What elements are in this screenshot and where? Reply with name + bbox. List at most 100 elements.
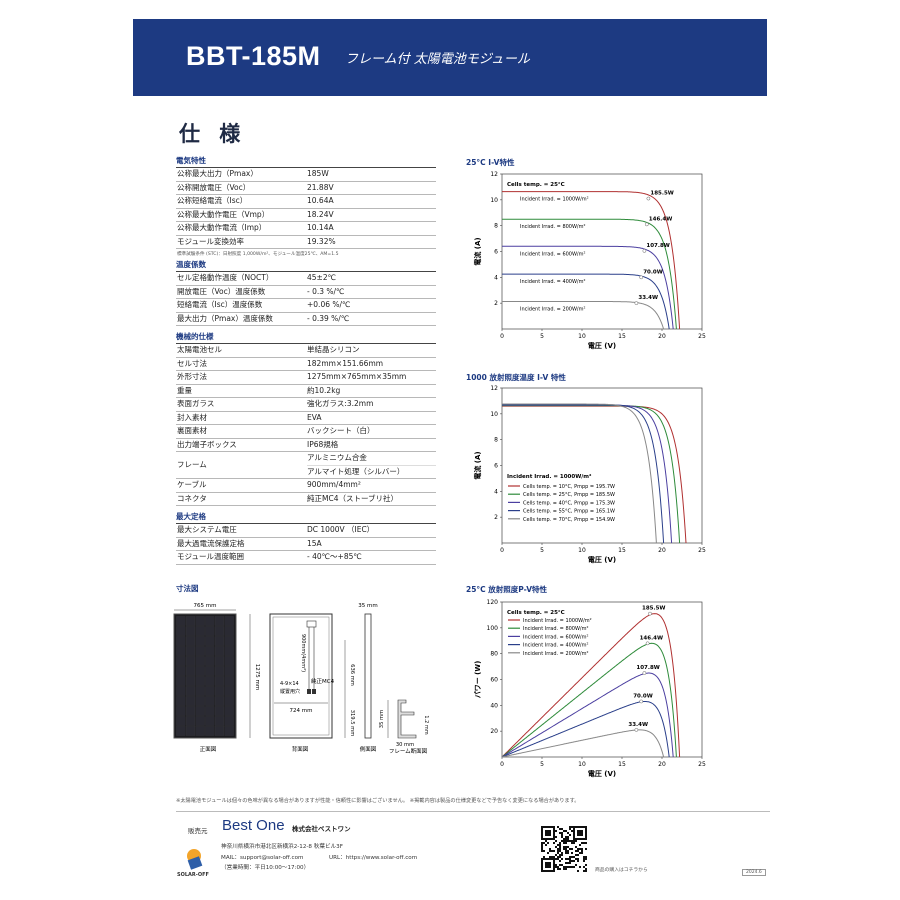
- front-view-label: 正面図: [200, 746, 217, 753]
- brand-logo: Best One: [222, 817, 285, 834]
- row-value: 21.88V: [307, 182, 334, 192]
- qr-module: [559, 850, 561, 852]
- chart-annotation: Incident Irrad. = 1000W/m²: [507, 473, 592, 480]
- y-tick-label: 80: [490, 651, 498, 658]
- x-tick-label: 0: [500, 761, 504, 768]
- business-hours: （営業時間：平日10:00〜17:00）: [221, 865, 310, 871]
- row-key: 公称最大出力（Pmax）: [177, 169, 258, 178]
- row-key: 公称最大動作電流（Imp）: [177, 223, 267, 232]
- x-axis-label: 電圧 (V): [588, 341, 616, 350]
- table-row: 開放電圧（Voc）温度係数- 0.3 %/℃: [176, 286, 436, 299]
- model-name: BBT-185M: [186, 41, 321, 71]
- legend-label: Cells temp. = 10°C, Pmpp = 195.7W: [523, 484, 615, 490]
- qr-module: [545, 840, 547, 842]
- table-row: 最大出力（Pmax）温度係数- 0.39 %/℃: [176, 313, 436, 326]
- table-row: 公称最大動作電流（Imp）10.14A: [176, 222, 436, 236]
- table-row: 短絡電流（Isc）温度係数+0.06 %/℃: [176, 299, 436, 313]
- dimension-drawing: 765 mm 1275 mm 正面図 900mm(4mm²) 純正MC4 4-9…: [173, 603, 429, 755]
- qr-module: [567, 832, 569, 834]
- row-value: アルマイト処理（シルバー）: [307, 466, 405, 476]
- solar-cell: [224, 686, 234, 696]
- series-label: Incident Irrad. = 800W/m²: [520, 224, 586, 230]
- table-row: 公称開放電圧（Voc）21.88V: [176, 182, 436, 195]
- qr-module: [585, 868, 587, 870]
- seller-label: 販売元: [188, 827, 208, 835]
- qr-module: [545, 844, 547, 846]
- qr-module: [561, 832, 563, 834]
- x-axis-label: 電圧 (V): [588, 555, 616, 564]
- series-label: Incident Irrad. = 1000W/m²: [520, 197, 589, 203]
- qr-module: [583, 860, 585, 862]
- qr-module: [577, 870, 579, 872]
- qr-module: [563, 848, 565, 850]
- qr-code-icon[interactable]: [541, 826, 587, 872]
- max-power-point: [639, 699, 644, 704]
- y-tick-label: 60: [490, 677, 498, 684]
- y-tick-label: 120: [487, 599, 499, 606]
- y-axis-label: 電流 (A): [473, 237, 482, 265]
- row-value: 19.32%: [307, 236, 336, 246]
- back-view: 900mm(4mm²) 純正MC4 4-9×14 縦置用穴 724 mm 636…: [269, 613, 355, 753]
- row-value: 900mm/4mm²: [307, 480, 361, 489]
- chart-title-iv25: 25°C I-V特性: [466, 158, 515, 167]
- front-cell-grid: [176, 616, 234, 736]
- solar-cell: [205, 726, 215, 736]
- qr-finder: [541, 858, 555, 872]
- qr-module: [569, 862, 571, 864]
- pmax-label: 146.4W: [649, 216, 672, 222]
- solar-cell: [185, 726, 196, 736]
- solar-cell: [224, 666, 234, 676]
- header-banner: BBT-185M フレーム付 太陽電池モジュール: [133, 19, 767, 96]
- solar-cell: [195, 706, 205, 716]
- frame-width-label: 30 mm: [396, 742, 414, 748]
- max-power-point: [648, 611, 652, 616]
- qr-module: [555, 846, 557, 848]
- qr-module: [547, 842, 549, 844]
- qr-finder-center: [545, 830, 551, 836]
- legend-label: Cells temp. = 55°C, Pmpp = 165.1W: [523, 509, 615, 515]
- pmax-label: 107.8W: [636, 665, 659, 671]
- side-view: 35 mm 側面図: [358, 603, 377, 753]
- url-link[interactable]: URL：https://www.solar-off.com: [329, 854, 418, 861]
- plot-frame: [501, 173, 703, 330]
- qr-module: [571, 840, 573, 842]
- legend-label: Cells temp. = 70°C, Pmpp = 154.9W: [523, 517, 615, 523]
- qr-module: [565, 866, 567, 868]
- qr-module: [543, 856, 545, 858]
- front-view: 765 mm 1275 mm 正面図: [173, 603, 260, 753]
- qr-module: [571, 848, 573, 850]
- qr-module: [553, 842, 555, 844]
- qr-module: [569, 858, 571, 860]
- qr-module: [569, 848, 571, 850]
- solar-cell: [176, 666, 186, 676]
- max-power-point: [639, 275, 644, 280]
- qr-module: [565, 840, 567, 842]
- y-axis-label: パワー (W): [473, 661, 482, 699]
- chart-annotation: Cells temp. = 25°C: [507, 610, 565, 616]
- solar-cell: [176, 616, 186, 626]
- qr-module: [583, 842, 585, 844]
- qr-module: [585, 842, 587, 844]
- qr-module: [583, 870, 585, 872]
- solar-cell: [205, 636, 215, 646]
- mail-link[interactable]: MAIL：support@solar-off.com: [221, 854, 304, 861]
- qr-module: [547, 852, 549, 854]
- qr-module: [563, 842, 565, 844]
- legend-label: Cells temp. = 40°C, Pmpp = 175.3W: [523, 500, 615, 506]
- qr-module: [565, 862, 567, 864]
- solar-cell: [185, 626, 196, 636]
- qr-module: [553, 850, 555, 852]
- qr-module: [565, 852, 567, 854]
- row-key: コネクタ: [177, 493, 207, 503]
- qr-module: [541, 848, 543, 850]
- row-value: 18.24V: [307, 209, 334, 219]
- qr-module: [567, 846, 569, 848]
- qr-module: [571, 852, 573, 854]
- solar-cell: [214, 656, 225, 666]
- row-key: 公称短絡電流（Isc）: [177, 196, 248, 205]
- legend-label: Cells temp. = 25°C, Pmpp = 185.5W: [523, 492, 615, 498]
- qr-module: [577, 848, 579, 850]
